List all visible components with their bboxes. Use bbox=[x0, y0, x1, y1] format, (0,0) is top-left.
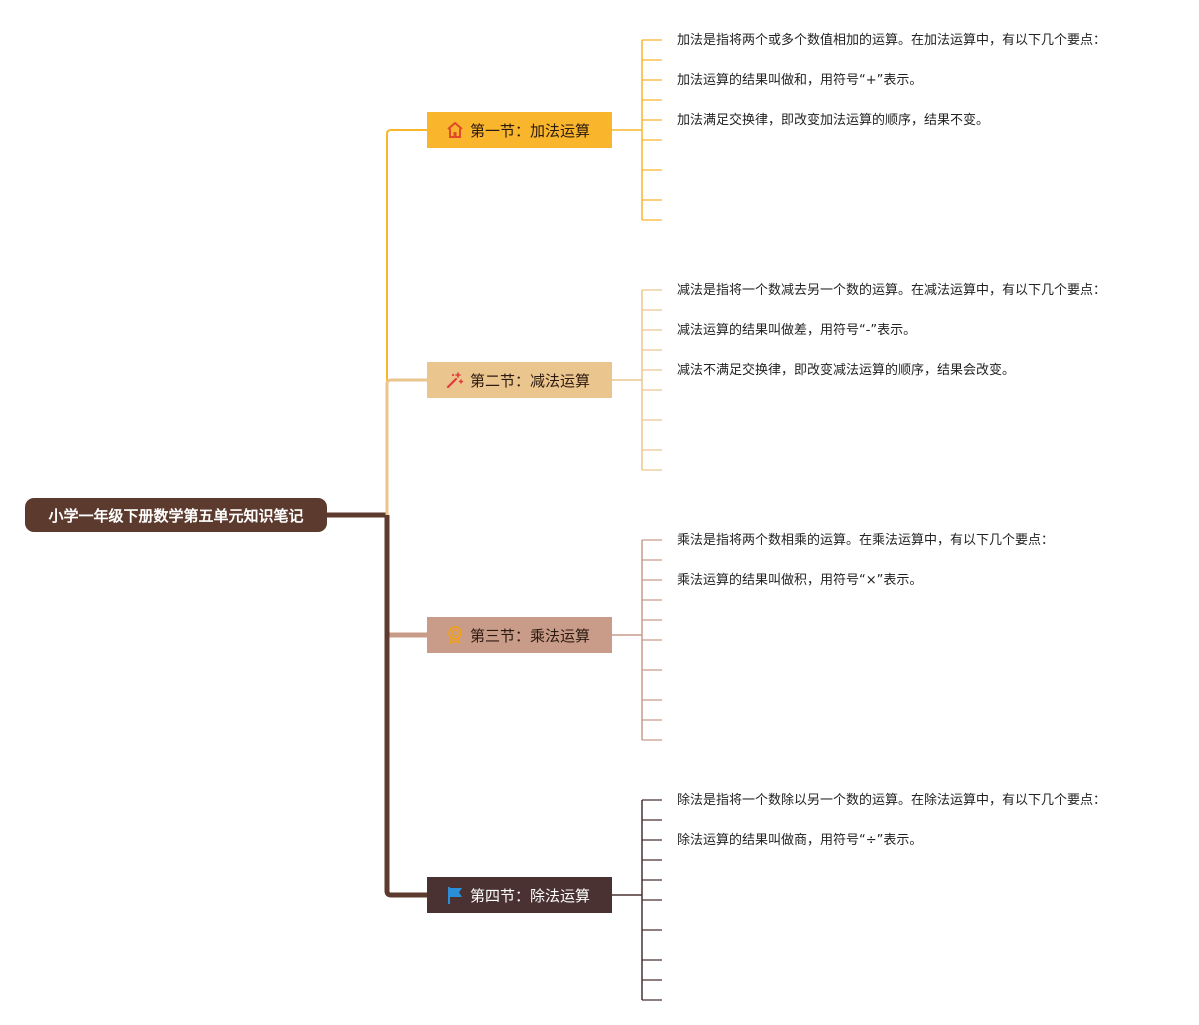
branch-multiplication-label: 第三节：乘法运算 bbox=[470, 626, 591, 645]
leaf-addition-1[interactable]: 加法是指将两个或多个数值相加的运算。在加法运算中，有以下几个要点： bbox=[677, 33, 1107, 48]
flag-icon bbox=[445, 885, 465, 905]
branch-addition[interactable]: 第一节：加法运算 bbox=[427, 112, 612, 148]
magic-wand-icon bbox=[445, 370, 465, 390]
leaf-subtraction-1[interactable]: 减法是指将一个数减去另一个数的运算。在减法运算中，有以下几个要点： bbox=[677, 283, 1107, 298]
leaf-multiplication-1[interactable]: 乘法是指将两个数相乘的运算。在乘法运算中，有以下几个要点： bbox=[677, 533, 1055, 548]
medal-icon bbox=[445, 625, 465, 645]
leaf-division-1[interactable]: 除法是指将一个数除以另一个数的运算。在除法运算中，有以下几个要点： bbox=[677, 793, 1107, 808]
leaf-addition-2[interactable]: 加法运算的结果叫做和，用符号“+”表示。 bbox=[677, 73, 923, 88]
branch-subtraction-label: 第二节：减法运算 bbox=[470, 371, 591, 390]
trunk-connector-3 bbox=[384, 515, 427, 638]
leaf-subtraction-3[interactable]: 减法不满足交换律，即改变减法运算的顺序，结果会改变。 bbox=[677, 363, 1016, 378]
trunk-connector-2 bbox=[385, 378, 427, 515]
branch-multiplication[interactable]: 第三节：乘法运算 bbox=[427, 617, 612, 653]
leaf-multiplication-2[interactable]: 乘法运算的结果叫做积，用符号“×”表示。 bbox=[677, 573, 923, 588]
house-icon bbox=[445, 120, 465, 140]
leaf-subtraction-2[interactable]: 减法运算的结果叫做差，用符号“-”表示。 bbox=[677, 323, 917, 338]
branch-subtraction[interactable]: 第二节：减法运算 bbox=[427, 362, 612, 398]
leaf-division-2[interactable]: 除法运算的结果叫做商，用符号“÷”表示。 bbox=[677, 833, 923, 848]
branch-division[interactable]: 第四节：除法运算 bbox=[427, 877, 612, 913]
trunk-connector-4 bbox=[384, 515, 427, 898]
branch-division-label: 第四节：除法运算 bbox=[470, 886, 591, 905]
leaf-addition-3[interactable]: 加法满足交换律，即改变加法运算的顺序，结果不变。 bbox=[677, 113, 990, 128]
root-topic-label: 小学一年级下册数学第五单元知识笔记 bbox=[48, 506, 304, 525]
trunk-connector-1 bbox=[386, 129, 427, 515]
branch-addition-label: 第一节：加法运算 bbox=[470, 121, 591, 140]
root-topic[interactable]: 小学一年级下册数学第五单元知识笔记 bbox=[25, 498, 327, 532]
